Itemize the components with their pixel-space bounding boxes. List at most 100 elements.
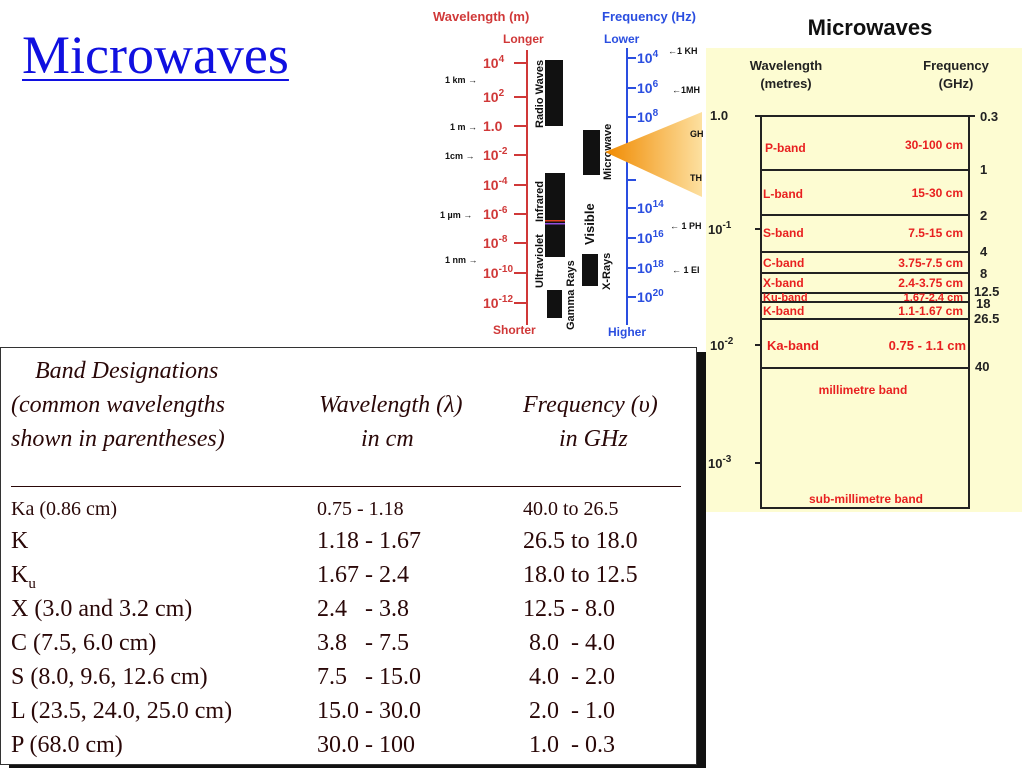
row-band-text: L (23.5, 24.0, 25.0 cm): [11, 698, 233, 724]
wavelength-tick: 10-12: [483, 294, 513, 311]
row-band: Ku: [11, 562, 36, 592]
band-name-k: K-band: [763, 304, 804, 318]
band-chart-title: Microwaves: [808, 15, 933, 40]
band-name-c: C-band: [763, 256, 804, 270]
millimetre-band-label: millimetre band: [819, 383, 908, 397]
row-wavelength: 3.8 - 7.5: [317, 630, 409, 657]
band-frequency-unit: (GHz): [939, 76, 974, 91]
band-name-l: L-band: [763, 187, 803, 201]
band-range-c: 3.75-7.5 cm: [898, 256, 963, 270]
sub-millimetre-band-label: sub-millimetre band: [809, 492, 923, 506]
row-wavelength-text: 15.0 - 30.0: [317, 698, 421, 724]
row-band: X (3.0 and 3.2 cm): [11, 596, 192, 623]
band-frequency-header: Frequency: [923, 58, 990, 73]
band-range-p: 30-100 cm: [905, 138, 963, 152]
frequency-tick: 1018: [637, 259, 664, 276]
header-frequency: Frequency (υ): [523, 392, 658, 418]
band-name-x: X-band: [763, 276, 804, 290]
row-wavelength: 7.5 - 15.0: [317, 664, 421, 691]
row-band-text: K: [11, 528, 29, 554]
row-frequency-text: 26.5 to 18.0: [523, 528, 638, 554]
band-freq-tick: 26.5: [974, 311, 999, 326]
row-band: K: [11, 528, 28, 555]
band-range-s: 7.5-15 cm: [908, 226, 963, 240]
header-frequency-unit: in GHz: [559, 426, 628, 452]
radio-waves-bar: [545, 60, 563, 126]
microwave-bar: [583, 130, 600, 175]
row-wavelength: 0.75 - 1.18: [317, 498, 404, 521]
band-wl-tick-0001: 10-3: [708, 454, 732, 471]
band-wl-tick-1: 1.0: [710, 108, 728, 123]
row-band: P (68.0 cm): [11, 732, 123, 759]
band-freq-tick: 8: [980, 266, 987, 281]
row-band-text: C (7.5, 6.0 cm): [11, 630, 157, 656]
marker-ehz: ← 1 EI: [672, 265, 700, 275]
row-wavelength-text: 3.8 - 7.5: [317, 630, 409, 656]
band-name-p: P-band: [765, 141, 806, 155]
header-wavelength-unit: in cm: [361, 426, 414, 452]
wavelength-tick: 102: [483, 88, 505, 105]
wavelength-tick: 10-6: [483, 205, 508, 222]
band-subscript: u: [28, 576, 36, 592]
row-band-text: P (68.0 cm): [11, 732, 123, 758]
row-wavelength-text: 0.75 - 1.18: [317, 498, 404, 520]
row-wavelength-text: 2.4 - 3.8: [317, 596, 409, 622]
row-wavelength: 2.4 - 3.8: [317, 596, 409, 623]
row-wavelength-text: 30.0 - 100: [317, 732, 415, 758]
band-wavelength-unit: (metres): [760, 76, 811, 91]
wavelength-tick: 10-2: [483, 146, 508, 163]
band-freq-tick: 4: [980, 244, 988, 259]
row-band: L (23.5, 24.0, 25.0 cm): [11, 698, 232, 725]
marker-1nm: 1 nm →: [445, 255, 478, 265]
marker-phz: ← 1 PH: [670, 221, 702, 231]
row-frequency: 8.0 - 4.0: [523, 630, 615, 657]
frequency-tick: 106: [637, 79, 659, 96]
wavelength-tick: 104: [483, 54, 505, 71]
frequency-tick: 1014: [637, 199, 664, 216]
row-frequency-text: 1.0 - 0.3: [523, 732, 615, 758]
row-frequency-text: 4.0 - 2.0: [523, 664, 615, 690]
slide-title: Microwaves: [22, 25, 289, 85]
row-frequency: 4.0 - 2.0: [523, 664, 615, 691]
row-frequency-text: 12.5 - 8.0: [523, 596, 615, 622]
radio-waves-label: Radio Waves: [534, 60, 546, 128]
wavelength-tick: 10-8: [483, 234, 508, 251]
band-name-ku: Ku-band: [763, 292, 808, 304]
header-common-wavelengths: (common wavelengths: [11, 392, 225, 418]
frequency-axis-title: Frequency (Hz): [602, 9, 696, 24]
pointer-arrow: [605, 112, 702, 197]
wavelength-tick: 1.0: [483, 118, 503, 134]
marker-1mhz: ←1MH: [672, 85, 700, 95]
marker-1khz: ←1 KH: [668, 46, 698, 56]
band-freq-tick: 18: [976, 296, 990, 311]
frequency-axis: [626, 48, 636, 325]
row-wavelength-text: 1.67 - 2.4: [317, 562, 409, 588]
row-band-text: Ka (0.86 cm): [11, 498, 118, 520]
row-frequency-text: 18.0 to 12.5: [523, 562, 638, 588]
band-freq-tick: 1: [980, 162, 987, 177]
header-band-designations: Band Designations: [35, 358, 219, 384]
header-wavelength: Wavelength (λ): [319, 392, 463, 418]
marker-1um: 1 µm →: [440, 210, 472, 220]
band-range-ka: 0.75 - 1.1 cm: [889, 338, 966, 353]
frequency-tick: 1020: [637, 288, 664, 305]
band-range-ku: 1.67-2.4 cm: [904, 292, 964, 304]
band-freq-tick: 0.3: [980, 109, 998, 124]
band-range-l: 15-30 cm: [912, 186, 963, 200]
band-designations-table: Band Designations (common wavelengths sh…: [0, 347, 697, 765]
row-wavelength: 30.0 - 100: [317, 732, 415, 759]
infrared-label: Infrared: [534, 181, 546, 222]
row-wavelength-text: 7.5 - 15.0: [317, 664, 421, 690]
visible-red-stripe: [545, 220, 565, 222]
row-frequency-text: 2.0 - 1.0: [523, 698, 615, 724]
frequency-tick: 1016: [637, 229, 664, 246]
higher-label: Higher: [608, 325, 646, 339]
band-range-x: 2.4-3.75 cm: [898, 276, 963, 290]
row-frequency: 1.0 - 0.3: [523, 732, 615, 759]
x-rays-bar: [582, 254, 598, 286]
wavelength-tick: 10-10: [483, 264, 513, 281]
row-frequency: 40.0 to 26.5: [523, 498, 619, 521]
row-frequency-text: 8.0 - 4.0: [523, 630, 615, 656]
